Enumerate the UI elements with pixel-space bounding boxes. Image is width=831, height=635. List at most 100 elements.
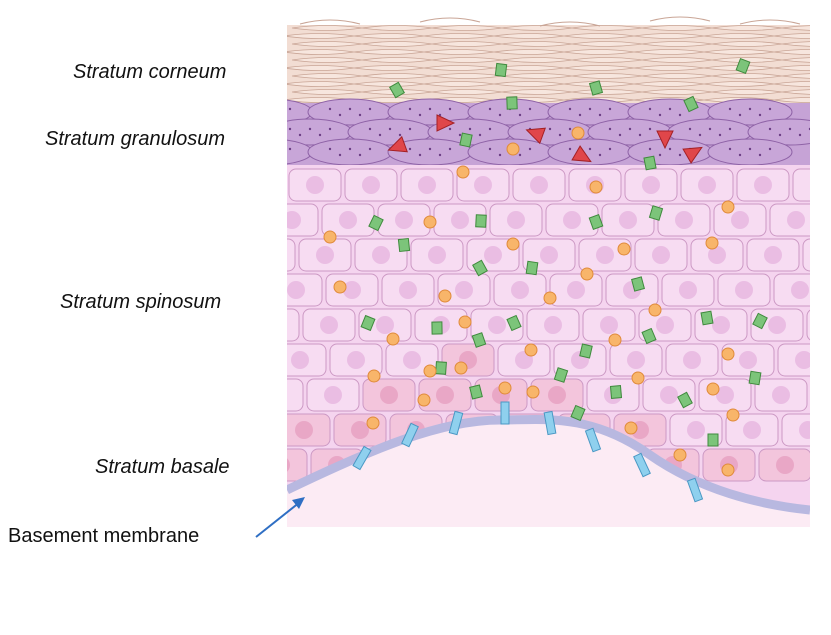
- orange-molecule: [543, 291, 557, 305]
- keratohyalin-granule: [578, 113, 582, 117]
- corneum-flake: [773, 49, 810, 55]
- keratohyalin-granule: [288, 147, 292, 151]
- keratohyalin-granule: [658, 113, 662, 117]
- cell-nucleus: [698, 176, 716, 194]
- green-molecule: [748, 370, 762, 386]
- keratohyalin-granule: [269, 148, 271, 150]
- keratohyalin-granule: [608, 147, 612, 151]
- cell-nucleus: [264, 316, 282, 334]
- cell-nucleus: [474, 176, 492, 194]
- cell-nucleus: [268, 386, 286, 404]
- orange-molecule: [617, 242, 631, 256]
- cell-nucleus: [295, 421, 313, 439]
- keratohyalin-granule: [518, 153, 522, 157]
- green-molecule: [368, 214, 384, 232]
- keratohyalin-granule: [468, 127, 472, 131]
- orange-molecule: [438, 289, 452, 303]
- green-molecule: [435, 361, 447, 375]
- keratohyalin-granule: [269, 108, 271, 110]
- orange-molecule: [423, 364, 437, 378]
- green-molecule: [700, 310, 714, 326]
- blue-receptor: [448, 410, 464, 436]
- green-molecule: [643, 155, 657, 171]
- orange-molecule: [417, 393, 431, 407]
- cell-nucleus: [772, 386, 790, 404]
- cell-nucleus: [683, 351, 701, 369]
- cell-nucleus: [820, 246, 831, 264]
- keratohyalin-granule: [598, 153, 602, 157]
- basal-cell: [287, 448, 308, 482]
- cell-nucleus: [739, 351, 757, 369]
- cell-nucleus: [351, 421, 369, 439]
- cell-nucleus: [712, 316, 730, 334]
- keratohyalin-granule: [738, 113, 742, 117]
- keratohyalin-granule: [758, 153, 762, 157]
- cell-nucleus: [824, 316, 831, 334]
- green-molecule: [641, 327, 657, 345]
- red-molecule: [656, 130, 674, 150]
- green-molecule: [475, 214, 487, 228]
- corneum-flake: [739, 19, 801, 25]
- keratohyalin-granule: [488, 107, 492, 111]
- keratohyalin-granule: [408, 107, 412, 111]
- keratohyalin-granule: [568, 147, 572, 151]
- corneum-flake: [773, 33, 810, 39]
- keratohyalin-granule: [748, 147, 752, 151]
- cell-nucleus: [428, 246, 446, 264]
- corneum-flakes: [287, 16, 810, 103]
- cell-nucleus: [791, 281, 809, 299]
- keratohyalin-granule: [588, 107, 592, 111]
- corneum-flake: [773, 97, 810, 103]
- cell-nucleus: [596, 246, 614, 264]
- keratohyalin-granule: [458, 133, 462, 137]
- orange-molecule: [571, 126, 585, 140]
- keratohyalin-granule: [418, 113, 422, 117]
- orange-molecule: [608, 333, 622, 347]
- keratohyalin-granule: [658, 153, 662, 157]
- keratohyalin-granule: [308, 127, 312, 131]
- keratohyalin-granule: [428, 107, 432, 111]
- spinous-cell: [806, 308, 810, 342]
- blue-receptor: [686, 477, 704, 503]
- keratohyalin-granule: [348, 147, 352, 151]
- keratohyalin-granule: [528, 147, 532, 151]
- green-molecule: [677, 391, 693, 409]
- orange-molecule: [631, 371, 645, 385]
- green-molecule: [553, 367, 569, 383]
- keratohyalin-granule: [648, 127, 652, 131]
- cell-nucleus: [287, 211, 301, 229]
- keratohyalin-granule: [368, 127, 372, 131]
- keratohyalin-granule: [518, 113, 522, 117]
- keratohyalin-granule: [798, 133, 802, 137]
- keratohyalin-granule: [368, 147, 372, 151]
- keratohyalin-granule: [598, 113, 602, 117]
- keratohyalin-granule: [328, 107, 332, 111]
- keratohyalin-granule: [388, 127, 392, 131]
- keratohyalin-granule: [808, 127, 810, 131]
- cell-nucleus: [324, 386, 342, 404]
- orange-molecule: [526, 385, 540, 399]
- keratohyalin-granule: [298, 133, 302, 137]
- cell-nucleus: [716, 386, 734, 404]
- keratohyalin-granule: [448, 127, 452, 131]
- green-molecule: [525, 260, 539, 276]
- orange-molecule: [458, 315, 472, 329]
- corneum-flake: [419, 17, 481, 23]
- orange-molecule: [333, 280, 347, 294]
- green-molecule: [397, 237, 411, 253]
- spinous-cell: [811, 379, 831, 411]
- corneum-flake: [781, 89, 810, 95]
- keratohyalin-granule: [768, 127, 772, 131]
- keratohyalin-granule: [548, 127, 552, 131]
- orange-molecule: [589, 180, 603, 194]
- cell-nucleus: [287, 456, 290, 474]
- cell-nucleus: [600, 316, 618, 334]
- cell-nucleus: [764, 246, 782, 264]
- keratohyalin-granule: [668, 147, 672, 151]
- keratohyalin-granule: [738, 153, 742, 157]
- cell-nucleus: [810, 176, 828, 194]
- corneum-flake: [299, 19, 361, 25]
- spinous-cell: [802, 238, 810, 272]
- keratohyalin-granule: [358, 113, 362, 117]
